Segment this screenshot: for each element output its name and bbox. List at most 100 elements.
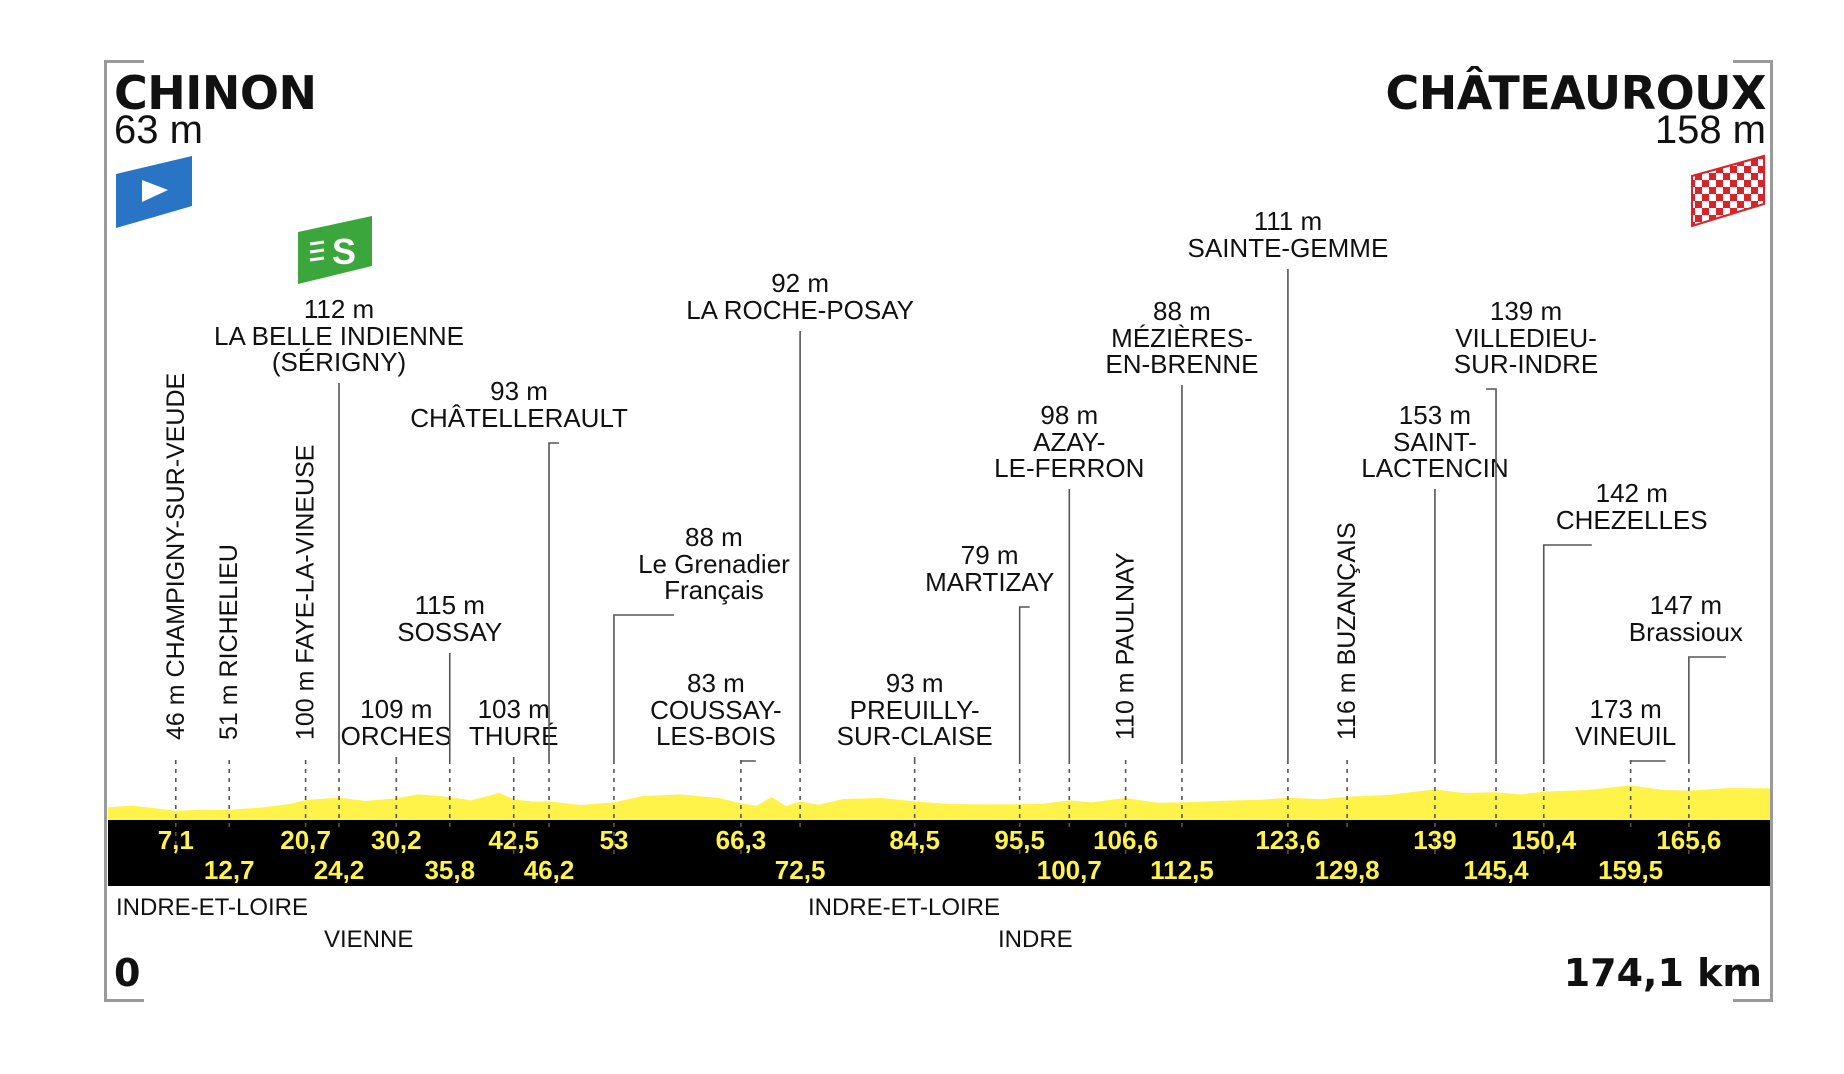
waypoint-leader <box>613 614 674 760</box>
km-label: 24,2 <box>314 855 365 885</box>
waypoint-name: EN-BRENNE <box>1105 349 1258 379</box>
waypoint-name: PREUILLY- <box>850 695 980 725</box>
waypoint-name: (SÉRIGNY) <box>272 347 406 377</box>
waypoint-name: Le Grenadier <box>638 549 790 579</box>
region-label: INDRE-ET-LOIRE <box>116 894 309 921</box>
waypoint-leader <box>1542 544 1592 760</box>
km-label: 53 <box>599 825 628 855</box>
finish-km: 174,1 km <box>1563 951 1762 995</box>
km-label: 106,6 <box>1093 825 1158 855</box>
frame-bottom-right <box>1733 999 1773 1002</box>
km-label: 123,6 <box>1255 825 1320 855</box>
waypoint-altitude: 112 m <box>304 294 374 324</box>
region-label: INDRE <box>998 926 1073 953</box>
region-label: VIENNE <box>324 926 414 953</box>
waypoint-name: AZAY- <box>1033 427 1105 457</box>
waypoint-name: LACTENCIN <box>1361 453 1508 483</box>
km-label: 165,6 <box>1656 825 1721 855</box>
waypoint-leader <box>1629 760 1666 762</box>
frame-bottom-left <box>104 999 144 1002</box>
waypoint-name: MARTIZAY <box>925 567 1054 597</box>
waypoint-altitude: 98 m <box>1040 400 1098 430</box>
finish-altitude: 158 m <box>1654 108 1766 152</box>
waypoint-altitude: 115 m <box>415 590 485 620</box>
km-label: 150,4 <box>1511 825 1577 855</box>
waypoint-name: CHEZELLES <box>1556 505 1708 535</box>
start-city: CHINON <box>114 66 317 120</box>
waypoint-altitude: 173 m <box>1589 694 1661 724</box>
waypoint-altitude: 142 m <box>1596 478 1668 508</box>
waypoint-name: SUR-CLAISE <box>837 721 993 751</box>
waypoint-altitude: 88 m <box>685 522 743 552</box>
finish-flag-icon <box>1691 154 1765 228</box>
waypoint-name: CHÂTELLERAULT <box>410 403 628 433</box>
waypoint-name: Brassioux <box>1629 617 1743 647</box>
km-label: 46,2 <box>524 855 575 885</box>
km-label: 72,5 <box>775 855 826 885</box>
waypoint-name: ORCHES <box>341 721 452 751</box>
frame-left <box>104 60 107 1002</box>
start-altitude: 63 m <box>114 108 203 152</box>
waypoint-name: THURÉ <box>469 721 559 751</box>
km-label: 30,2 <box>371 825 422 855</box>
profile-area <box>108 785 1770 820</box>
waypoint-altitude: 153 m <box>1399 400 1471 430</box>
start-flag-icon <box>116 156 192 228</box>
km-label: 159,5 <box>1598 855 1663 885</box>
waypoint-name: SUR-INDRE <box>1454 349 1598 379</box>
waypoint-name: LA BELLE INDIENNE <box>214 321 464 351</box>
waypoint-altitude: 111 m <box>1254 206 1322 236</box>
frame-top-right <box>1733 60 1773 63</box>
waypoint-label: 110 m PAULNAY <box>1112 552 1140 740</box>
waypoint-name: MÉZIÈRES- <box>1111 323 1253 353</box>
waypoint-altitude: 103 m <box>478 694 550 724</box>
km-label: 66,3 <box>716 825 767 855</box>
waypoint-name: SAINTE-GEMME <box>1188 233 1389 263</box>
start-km: 0 <box>114 951 141 995</box>
frame-top-left <box>104 60 144 63</box>
km-label: 129,8 <box>1315 855 1380 885</box>
km-band <box>108 820 1770 886</box>
waypoint-name: LA ROCHE-POSAY <box>686 295 914 325</box>
waypoint-label: 116 m BUZANÇAIS <box>1333 522 1361 740</box>
waypoint-name: COUSSAY- <box>650 695 782 725</box>
waypoint-name: LE-FERRON <box>994 453 1144 483</box>
waypoint-leader <box>1018 606 1030 760</box>
waypoint-name: Français <box>664 575 764 605</box>
waypoint-altitude: 88 m <box>1153 296 1211 326</box>
waypoint-leader <box>1486 388 1497 760</box>
waypoint-label: 46 m CHAMPIGNY-SUR-VEUDE <box>162 373 190 740</box>
km-label: 112,5 <box>1150 855 1214 885</box>
waypoint-altitude: 83 m <box>687 668 745 698</box>
waypoint-name: LES-BOIS <box>656 721 776 751</box>
km-label: 139 <box>1413 825 1456 855</box>
km-label: 12,7 <box>204 855 255 885</box>
waypoint-name: VINEUIL <box>1575 721 1676 751</box>
waypoint-altitude: 79 m <box>961 540 1019 570</box>
km-label: 7,1 <box>158 825 194 855</box>
region-label: INDRE-ET-LOIRE <box>808 894 1001 921</box>
waypoint-altitude: 147 m <box>1650 590 1722 620</box>
waypoint-leader <box>548 442 560 760</box>
frame-right <box>1770 60 1773 1002</box>
waypoint-name: VILLEDIEU- <box>1455 323 1597 353</box>
km-label: 84,5 <box>889 825 940 855</box>
waypoint-name: SOSSAY <box>397 617 502 647</box>
waypoint-altitude: 139 m <box>1490 296 1562 326</box>
km-label: 35,8 <box>424 855 475 885</box>
waypoint-name: SAINT- <box>1393 427 1477 457</box>
sprint-letter: S <box>332 231 356 272</box>
km-label: 42,5 <box>488 825 539 855</box>
waypoint-label: 51 m RICHELIEU <box>215 544 243 740</box>
waypoint-altitude: 93 m <box>886 668 944 698</box>
waypoint-leader <box>1688 656 1726 760</box>
km-label: 95,5 <box>994 825 1045 855</box>
finish-city: CHÂTEAUROUX <box>1385 66 1767 120</box>
waypoint-altitude: 93 m <box>490 376 548 406</box>
km-label: 100,7 <box>1037 855 1102 885</box>
km-label: 145,4 <box>1463 855 1529 885</box>
waypoint-altitude: 109 m <box>360 694 432 724</box>
waypoint-altitude: 92 m <box>771 268 829 298</box>
